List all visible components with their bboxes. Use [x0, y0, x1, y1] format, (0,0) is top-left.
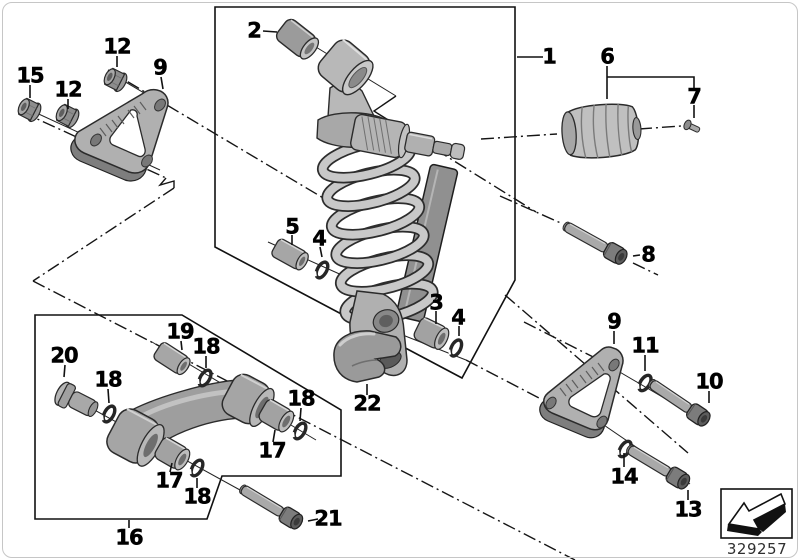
- part-callout-8: 8: [641, 242, 656, 267]
- part-callout-13: 13: [674, 497, 703, 522]
- bracket-right-knurl: [559, 362, 605, 397]
- part-callout-4: 4: [451, 305, 466, 330]
- bolt-21: [235, 479, 307, 533]
- link-arm-right-eye: [221, 373, 275, 428]
- pin-20: [54, 381, 99, 418]
- part-callout-18: 18: [192, 334, 221, 359]
- part-callout-19: 19: [166, 319, 195, 344]
- part-callout-16: 16: [115, 525, 144, 550]
- adjuster-knob-6: [561, 103, 642, 159]
- part-callout-17: 17: [258, 438, 287, 463]
- drawing-number: 329257: [726, 540, 788, 558]
- frame-box-part-1: [214, 6, 516, 380]
- spring-strut-assembly: [275, 18, 466, 377]
- part-callout-6: 6: [600, 44, 615, 69]
- sleeve-5: [269, 236, 312, 273]
- link-arm-assembly: [106, 373, 275, 467]
- part-callout-22: 22: [353, 391, 382, 416]
- nut-12-top: [100, 65, 131, 95]
- leader-lines: [29, 30, 710, 528]
- clip-22: [333, 330, 402, 383]
- part-callout-21: 21: [314, 506, 343, 531]
- part-callout-18: 18: [287, 386, 316, 411]
- link-arm-left-eye: [106, 408, 165, 467]
- axis-jogs: [157, 95, 397, 188]
- part-callout-5: 5: [285, 214, 300, 239]
- part-callout-9: 9: [607, 309, 622, 334]
- bracket-left-9: [70, 88, 169, 182]
- frame-box-part-16: [34, 314, 342, 520]
- part-callout-20: 20: [50, 343, 79, 368]
- part-callout-4: 4: [312, 226, 327, 251]
- ring-18-d: [186, 456, 207, 480]
- bracket-right-9: [539, 346, 624, 439]
- part-callout-14: 14: [610, 464, 639, 489]
- logo-arrow-icon: [754, 504, 786, 532]
- part-callout-1: 1: [542, 44, 557, 69]
- part-callout-7: 7: [687, 84, 702, 109]
- top-eyelet: [317, 38, 374, 96]
- bracket-left-knurl: [99, 101, 147, 137]
- bushing-2: [275, 18, 320, 60]
- fiche-logo: [720, 488, 793, 539]
- ring-4-lower: [445, 336, 466, 360]
- screw-7: [683, 119, 701, 133]
- part-callout-11: 11: [631, 333, 660, 358]
- bolt-8: [559, 217, 631, 268]
- part-callout-3: 3: [429, 290, 444, 315]
- part-callout-12: 12: [103, 34, 132, 59]
- part-callout-17: 17: [155, 468, 184, 493]
- part-callout-2: 2: [247, 18, 262, 43]
- part-callout-9: 9: [153, 55, 168, 80]
- part-callout-18: 18: [183, 484, 212, 509]
- part-callout-18: 18: [94, 367, 123, 392]
- part-callout-12: 12: [54, 77, 83, 102]
- adjuster-barrel: [350, 113, 466, 160]
- sleeve-19: [151, 340, 194, 378]
- part-callout-10: 10: [695, 369, 724, 394]
- part-callout-15: 15: [16, 63, 45, 88]
